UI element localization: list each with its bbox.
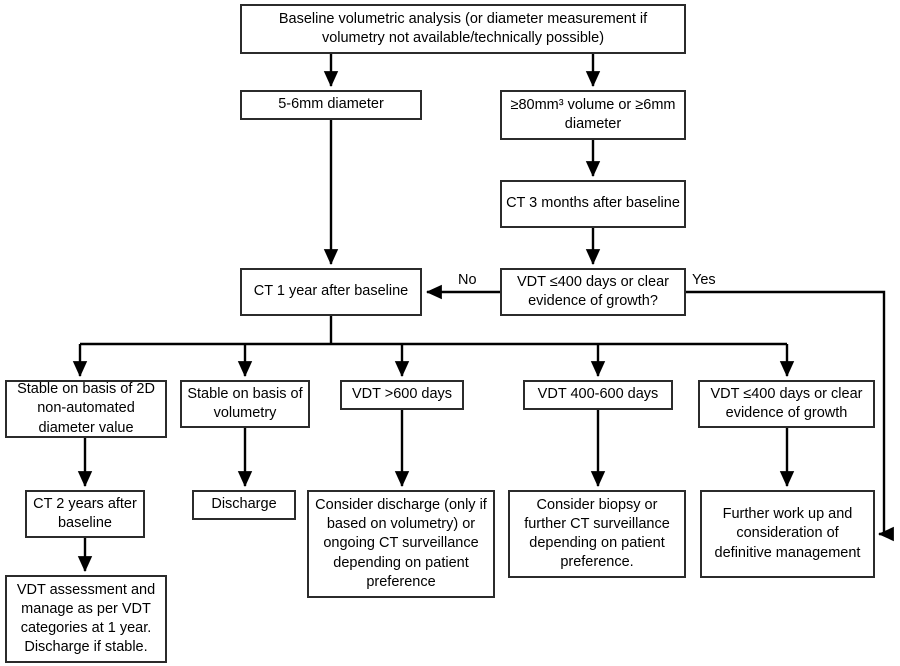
node-further-workup-label: Further work up and consideration of def… (714, 506, 861, 561)
node-ct-3-months[interactable]: CT 3 months after baseline (500, 180, 686, 228)
node-ct-1-year[interactable]: CT 1 year after baseline (240, 268, 422, 316)
node-discharge-label: Discharge (211, 496, 277, 513)
node-vdt-decision[interactable]: VDT ≤400 days or clear evidence of growt… (500, 268, 686, 316)
node-size-5-6mm[interactable]: 5-6mm diameter (240, 90, 422, 120)
node-vdt-under-400-label: VDT ≤400 days or clear evidence of growt… (710, 385, 863, 421)
node-vdt-400-600[interactable]: VDT 400-600 days (523, 380, 673, 410)
node-vdt-assessment[interactable]: VDT assessment and manage as per VDT cat… (5, 575, 167, 663)
node-vdt-assessment-label: VDT assessment and manage as per VDT cat… (16, 581, 156, 656)
node-ct-1-year-label: CT 1 year after baseline (253, 283, 409, 300)
node-baseline[interactable]: Baseline volumetric analysis (or diamete… (240, 4, 686, 54)
node-ct-2-years[interactable]: CT 2 years after baseline (25, 490, 145, 538)
node-baseline-label: Baseline volumetric analysis (or diamete… (278, 10, 648, 46)
edge-label-no: No (456, 272, 479, 288)
node-size-80mm3[interactable]: ≥80mm³ volume or ≥6mm diameter (500, 90, 686, 140)
node-consider-discharge[interactable]: Consider discharge (only if based on vol… (307, 490, 495, 598)
edge-label-yes: Yes (690, 272, 718, 288)
node-stable-2d[interactable]: Stable on basis of 2D non-automated diam… (5, 380, 167, 438)
node-further-workup[interactable]: Further work up and consideration of def… (700, 490, 875, 578)
node-consider-biopsy-label: Consider biopsy or further CT surveillan… (524, 496, 670, 571)
node-vdt-400-600-label: VDT 400-600 days (537, 386, 659, 403)
node-consider-discharge-label: Consider discharge (only if based on vol… (315, 497, 487, 590)
node-vdt-over-600-label: VDT >600 days (351, 386, 453, 403)
node-size-5-6mm-label: 5-6mm diameter (278, 96, 384, 113)
node-stable-volumetry[interactable]: Stable on basis of volumetry (180, 380, 310, 428)
node-vdt-under-400[interactable]: VDT ≤400 days or clear evidence of growt… (698, 380, 875, 428)
node-vdt-decision-label: VDT ≤400 days or clear evidence of growt… (517, 273, 669, 309)
node-vdt-over-600[interactable]: VDT >600 days (340, 380, 464, 410)
node-stable-volumetry-label: Stable on basis of volumetry (187, 385, 303, 421)
node-stable-2d-label: Stable on basis of 2D non-automated diam… (17, 381, 155, 436)
node-ct-3-months-label: CT 3 months after baseline (506, 195, 680, 212)
node-ct-2-years-label: CT 2 years after baseline (33, 495, 137, 531)
node-consider-biopsy[interactable]: Consider biopsy or further CT surveillan… (508, 490, 686, 578)
node-size-80mm3-label: ≥80mm³ volume or ≥6mm diameter (510, 96, 676, 132)
node-discharge[interactable]: Discharge (192, 490, 296, 520)
